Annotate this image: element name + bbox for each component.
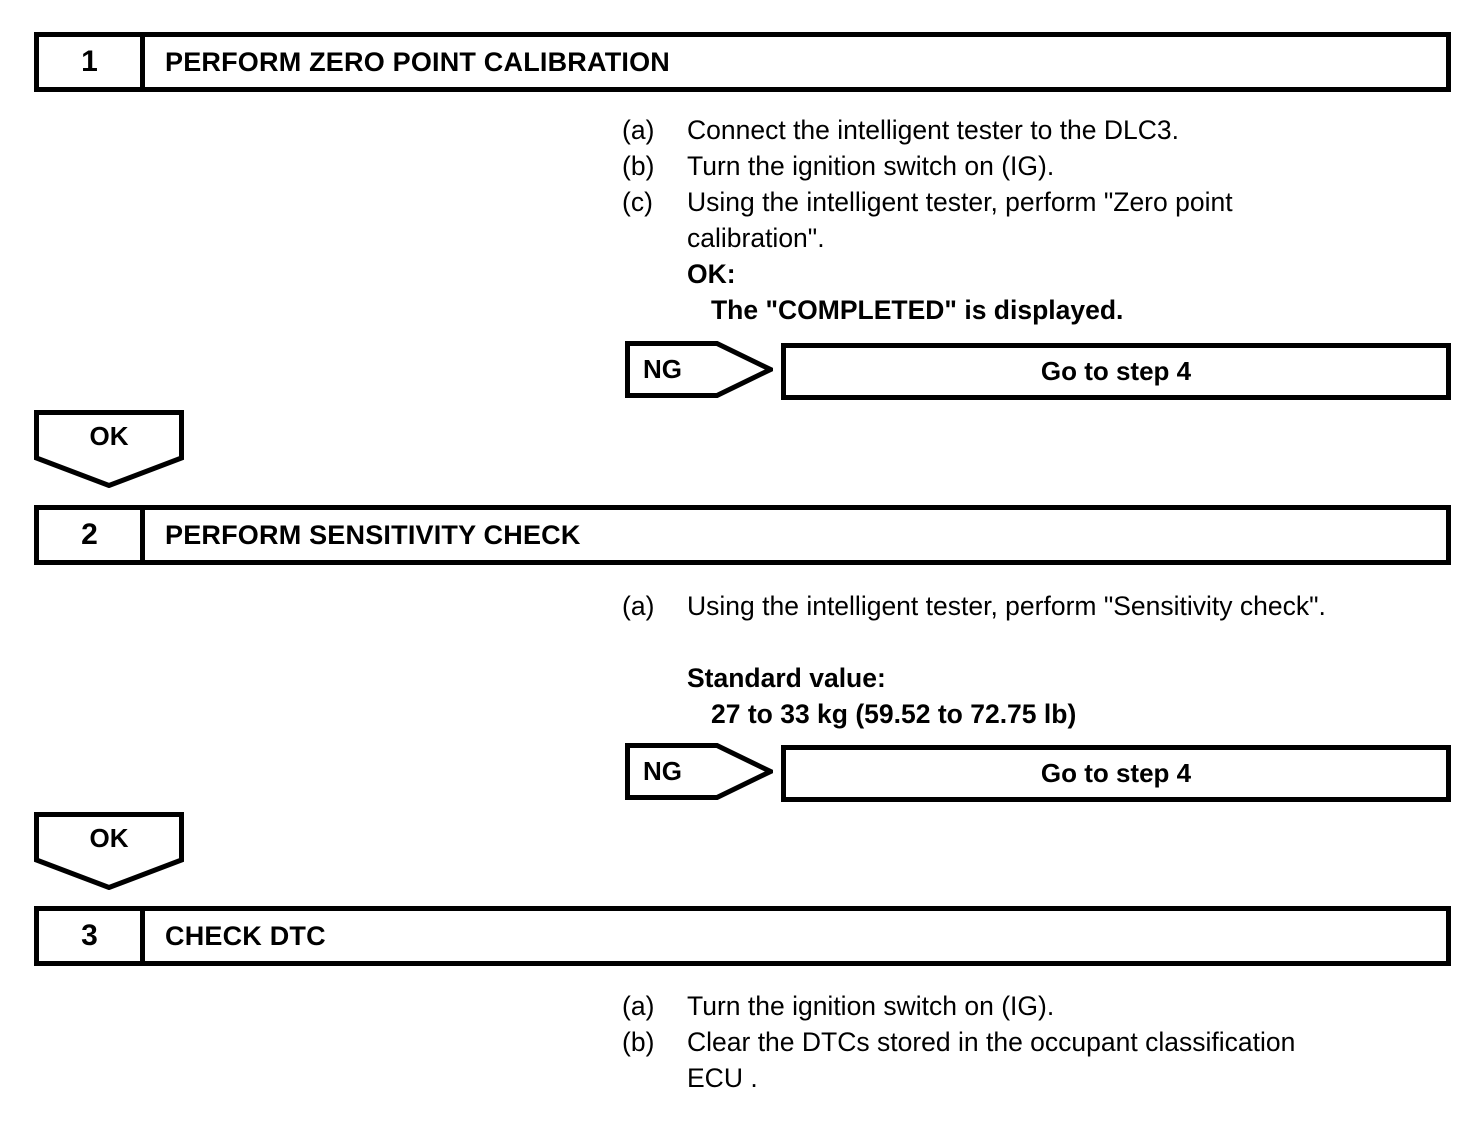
result-label-ok: OK: bbox=[687, 259, 736, 289]
step-title-3: CHECK DTC bbox=[165, 920, 326, 951]
ok-label-1: OK bbox=[89, 420, 129, 451]
instruction-item: (c) Using the intelligent tester, perfor… bbox=[622, 184, 1452, 220]
ng-arrow-2: NG bbox=[625, 743, 773, 800]
ng-arrow-shape-icon bbox=[625, 341, 773, 398]
instruction-item: (a) Turn the ignition switch on (IG). bbox=[622, 988, 1452, 1024]
step-title-1: PERFORM ZERO POINT CALIBRATION bbox=[165, 46, 670, 77]
instruction-text: Clear the DTCs stored in the occupant cl… bbox=[687, 1027, 1296, 1057]
ok-label-2: OK bbox=[89, 822, 129, 853]
body-spacer bbox=[622, 624, 1452, 660]
instruction-marker: (c) bbox=[622, 187, 653, 217]
instruction-marker: (a) bbox=[622, 115, 655, 145]
step-body-1: (a) Connect the intelligent tester to th… bbox=[622, 112, 1452, 328]
result-text-ok: The "COMPLETED" is displayed. bbox=[711, 295, 1124, 325]
instruction-marker: (a) bbox=[622, 591, 655, 621]
step-number-1: 1 bbox=[39, 37, 145, 87]
goto-step-box-1[interactable]: Go to step 4 bbox=[781, 343, 1451, 400]
instruction-item: (b) Turn the ignition switch on (IG). bbox=[622, 148, 1452, 184]
step-header-2: 2 PERFORM SENSITIVITY CHECK bbox=[34, 505, 1451, 565]
step-body-2: (a) Using the intelligent tester, perfor… bbox=[622, 588, 1452, 732]
step-number-3: 3 bbox=[39, 911, 145, 961]
instruction-marker: (b) bbox=[622, 151, 655, 181]
instruction-text: Connect the intelligent tester to the DL… bbox=[687, 115, 1180, 145]
ng-arrow-shape-icon bbox=[625, 743, 773, 800]
ok-arrow-shape-icon bbox=[34, 410, 184, 488]
instruction-continuation: ECU . bbox=[687, 1063, 758, 1093]
ok-arrow-1: OK bbox=[34, 410, 184, 488]
ng-label-2: NG bbox=[643, 756, 682, 786]
instruction-item: (a) Using the intelligent tester, perfor… bbox=[622, 588, 1452, 624]
instruction-marker: (a) bbox=[622, 991, 655, 1021]
step-body-3: (a) Turn the ignition switch on (IG). (b… bbox=[622, 988, 1452, 1096]
ng-label-1: NG bbox=[643, 354, 682, 384]
ng-arrow-1: NG bbox=[625, 341, 773, 398]
instruction-item: (a) Connect the intelligent tester to th… bbox=[622, 112, 1452, 148]
step-title-2: PERFORM SENSITIVITY CHECK bbox=[165, 519, 581, 550]
instruction-marker: (b) bbox=[622, 1027, 655, 1057]
ok-arrow-shape-icon bbox=[34, 812, 184, 890]
instruction-text: Using the intelligent tester, perform "S… bbox=[687, 591, 1326, 621]
step-header-1: 1 PERFORM ZERO POINT CALIBRATION bbox=[34, 32, 1451, 92]
instruction-item: (b) Clear the DTCs stored in the occupan… bbox=[622, 1024, 1452, 1060]
instruction-text: Turn the ignition switch on (IG). bbox=[687, 991, 1055, 1021]
goto-step-box-2[interactable]: Go to step 4 bbox=[781, 745, 1451, 802]
step-header-3: 3 CHECK DTC bbox=[34, 906, 1451, 966]
instruction-continuation: calibration". bbox=[687, 223, 825, 253]
standard-value-text: 27 to 33 kg (59.52 to 72.75 lb) bbox=[711, 699, 1077, 729]
ok-arrow-2: OK bbox=[34, 812, 184, 890]
instruction-text: Turn the ignition switch on (IG). bbox=[687, 151, 1055, 181]
instruction-text: Using the intelligent tester, perform "Z… bbox=[687, 187, 1233, 217]
step-number-2: 2 bbox=[39, 510, 145, 560]
standard-value-label: Standard value: bbox=[687, 663, 886, 693]
